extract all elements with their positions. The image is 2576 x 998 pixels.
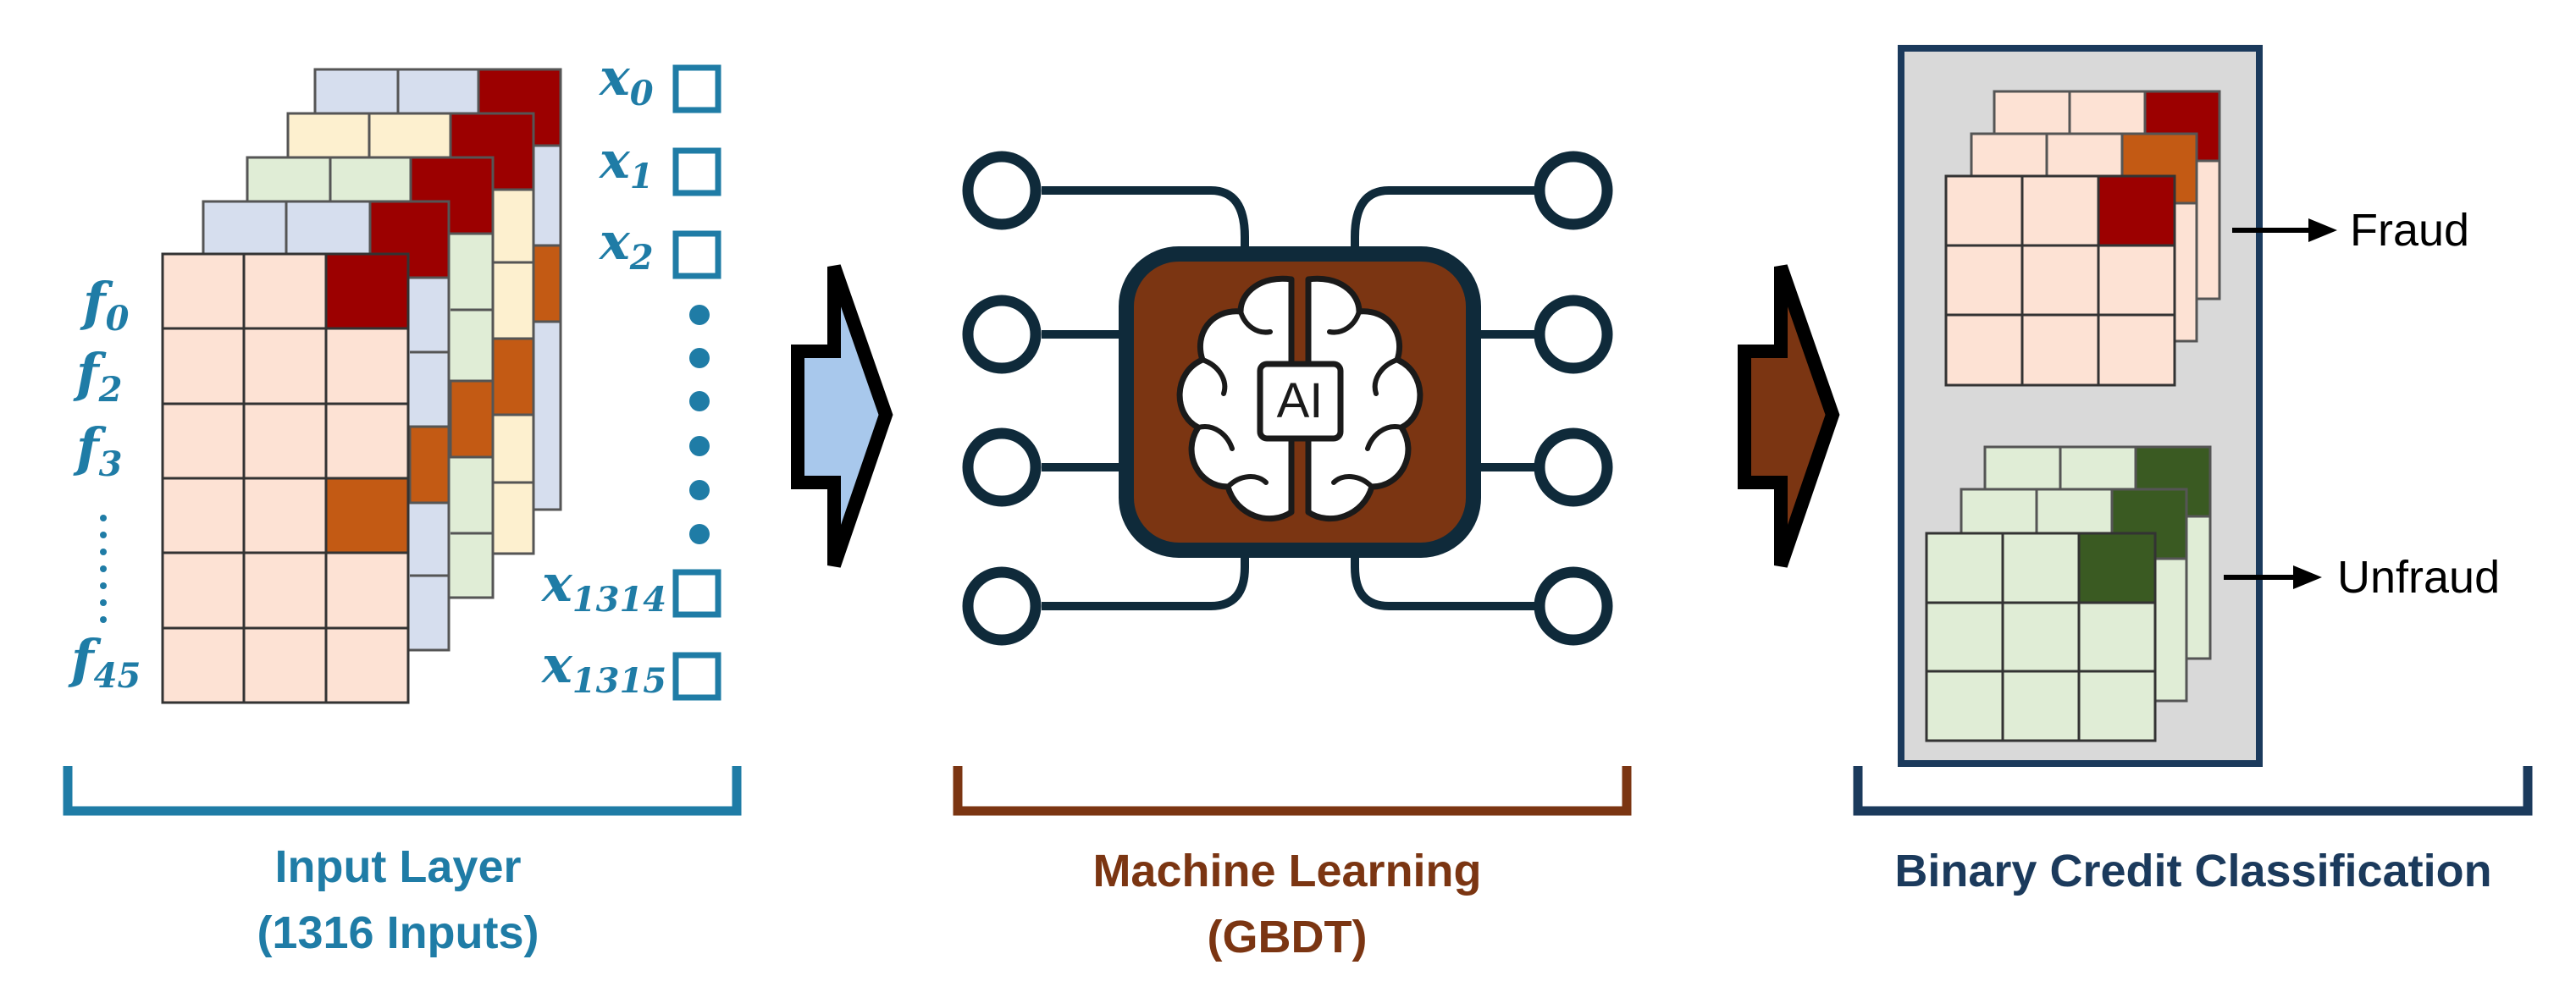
ml-bracket	[953, 766, 1632, 816]
unfraud-front	[1925, 532, 2157, 742]
input-layer-caption: Input Layer (1316 Inputs)	[135, 834, 661, 966]
brain-folds	[1196, 309, 1404, 489]
fraud-output: Fraud	[2232, 205, 2469, 256]
input-node-squares	[672, 64, 721, 701]
input-label-x0: x0	[598, 48, 654, 113]
input-matrix-stack	[161, 68, 562, 704]
fraud-matrix-stack	[1944, 90, 2221, 387]
fraud-front	[1944, 174, 2176, 387]
circuit-traces	[1042, 186, 1556, 610]
input-layer-title: Input Layer	[274, 841, 522, 892]
ai-chip-text: AI	[1277, 373, 1324, 428]
unfraud-label: Unfraud	[2337, 552, 2500, 603]
ml-subtitle: (GBDT)	[1207, 912, 1368, 962]
feature-label-f45: f45	[68, 628, 141, 696]
input-label-x2: x2	[598, 212, 654, 278]
ml-circuit: AI	[962, 151, 1613, 646]
feature-label-f0: f0	[80, 271, 130, 339]
feature-label-f3: f3	[73, 416, 123, 484]
input-bracket	[63, 766, 742, 816]
input-layer-subtitle: (1316 Inputs)	[257, 907, 539, 958]
ml-title: Machine Learning	[1092, 846, 1482, 896]
unfraud-output: Unfraud	[2224, 552, 2500, 603]
classification-title: Binary Credit Classification	[1894, 846, 2492, 896]
ai-badge	[1257, 361, 1344, 442]
unfraud-matrix-stack	[1925, 445, 2212, 742]
feature-label-f2: f2	[73, 342, 123, 410]
output-bracket	[1853, 766, 2533, 816]
fraud-label: Fraud	[2350, 205, 2469, 256]
matrix-front	[161, 252, 410, 704]
circuit-nodes	[962, 151, 1613, 646]
input-label-x1315: x1315	[540, 636, 666, 701]
input-labels: x0 x1 x2 x1314 x1315	[540, 48, 721, 701]
input-label-x1314: x1314	[540, 554, 666, 620]
feature-labels: f0 f2 f3 f45	[68, 271, 141, 696]
feature-ellipsis-dots	[100, 515, 107, 623]
input-label-x1: x1	[598, 131, 654, 196]
arrow-to-classification	[1738, 264, 1840, 568]
ml-caption: Machine Learning (GBDT)	[999, 838, 1575, 970]
arrow-to-ml	[791, 264, 893, 568]
input-ellipsis-dots	[689, 305, 710, 544]
classification-caption: Binary Credit Classification	[1829, 838, 2557, 904]
